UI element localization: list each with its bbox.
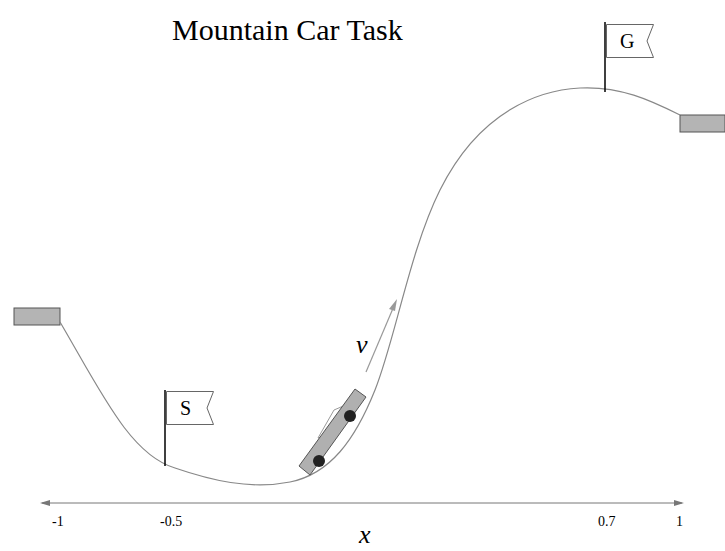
velocity-label: v <box>356 332 368 358</box>
axis-arrow-left <box>40 500 50 506</box>
velocity-arrowhead <box>389 299 397 311</box>
tick-label: -0.5 <box>160 515 182 529</box>
title: Mountain Car Task <box>172 15 403 45</box>
tick-label: 0.7 <box>598 515 616 529</box>
mountain-curve <box>60 88 680 485</box>
left-wall <box>14 308 60 325</box>
axis-label: x <box>359 522 371 548</box>
flag-letter: G <box>620 31 638 51</box>
tick-label: -1 <box>52 515 64 529</box>
flag: S <box>166 391 214 425</box>
flag-letter: S <box>180 398 198 418</box>
flag-text-holder: G <box>606 24 654 58</box>
flag-pole <box>604 22 606 92</box>
tick-label: 1 <box>676 515 683 529</box>
flag-text-holder: S <box>166 391 214 425</box>
flag: G <box>606 24 654 58</box>
car <box>299 389 366 475</box>
x-axis <box>42 503 682 504</box>
right-wall <box>680 115 725 132</box>
velocity-arrow <box>366 306 394 372</box>
axis-arrow-right <box>674 500 684 506</box>
flag-pole <box>164 390 166 466</box>
